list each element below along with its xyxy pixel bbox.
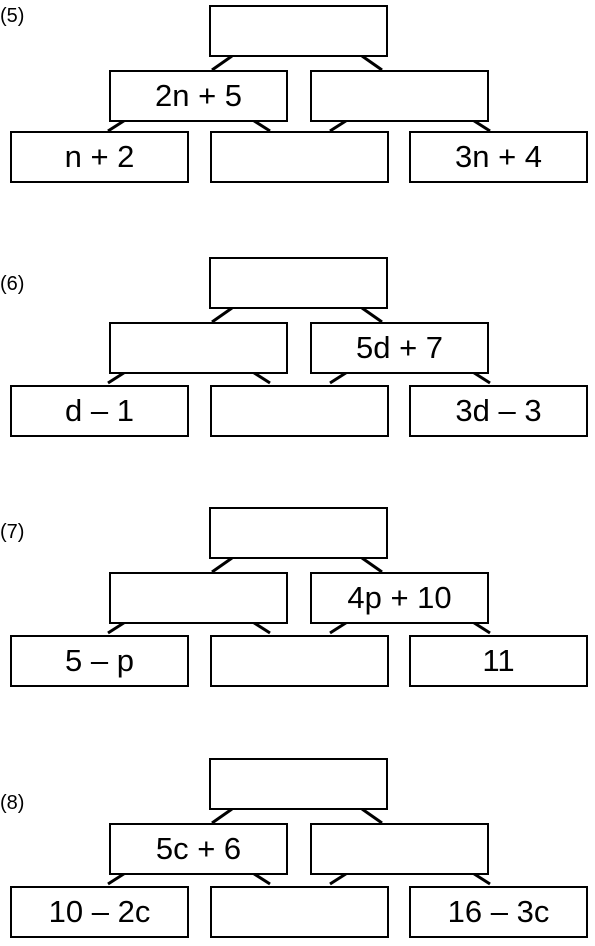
pyramid-middle-right-box[interactable] [310, 70, 489, 122]
pyramid-puzzle-5: (5) 2n + 5 n + 2 3n + 4 [0, 0, 595, 190]
pyramid-middle-right-box[interactable]: 4p + 10 [310, 572, 489, 624]
puzzle-label: (5) [0, 5, 25, 27]
pyramid-middle-right-box[interactable]: 5d + 7 [310, 322, 489, 374]
pyramid-bottom-left-box[interactable]: 5 – p [10, 635, 189, 687]
pyramid-bottom-middle-box[interactable] [210, 385, 389, 437]
pyramid-middle-left-box[interactable]: 2n + 5 [109, 70, 288, 122]
pyramid-bottom-right-box[interactable]: 11 [409, 635, 588, 687]
pyramid-bottom-right-box[interactable]: 3n + 4 [409, 131, 588, 183]
pyramid-middle-left-box[interactable] [109, 322, 288, 374]
pyramid-bottom-right-box[interactable]: 16 – 3c [409, 886, 588, 938]
pyramid-top-box[interactable] [209, 507, 388, 559]
pyramid-top-box[interactable] [209, 257, 388, 309]
puzzle-label: (8) [0, 792, 25, 814]
pyramid-top-box[interactable] [209, 758, 388, 810]
pyramid-puzzle-6: (6) 5d + 7 d – 1 3d – 3 [0, 252, 595, 442]
pyramid-puzzle-7: (7) 4p + 10 5 – p 11 [0, 502, 595, 692]
pyramid-bottom-left-box[interactable]: n + 2 [10, 131, 189, 183]
pyramid-bottom-middle-box[interactable] [210, 635, 389, 687]
pyramid-bottom-left-box[interactable]: 10 – 2c [10, 886, 189, 938]
puzzle-label: (6) [0, 273, 25, 295]
pyramid-bottom-middle-box[interactable] [210, 886, 389, 938]
pyramid-bottom-middle-box[interactable] [210, 131, 389, 183]
pyramid-bottom-left-box[interactable]: d – 1 [10, 385, 189, 437]
puzzle-label: (7) [0, 521, 25, 543]
pyramid-bottom-right-box[interactable]: 3d – 3 [409, 385, 588, 437]
pyramid-puzzle-8: (8) 5c + 6 10 – 2c 16 – 3c [0, 753, 595, 943]
pyramid-middle-left-box[interactable] [109, 572, 288, 624]
pyramid-top-box[interactable] [209, 5, 388, 57]
pyramid-middle-right-box[interactable] [310, 823, 489, 875]
pyramid-middle-left-box[interactable]: 5c + 6 [109, 823, 288, 875]
